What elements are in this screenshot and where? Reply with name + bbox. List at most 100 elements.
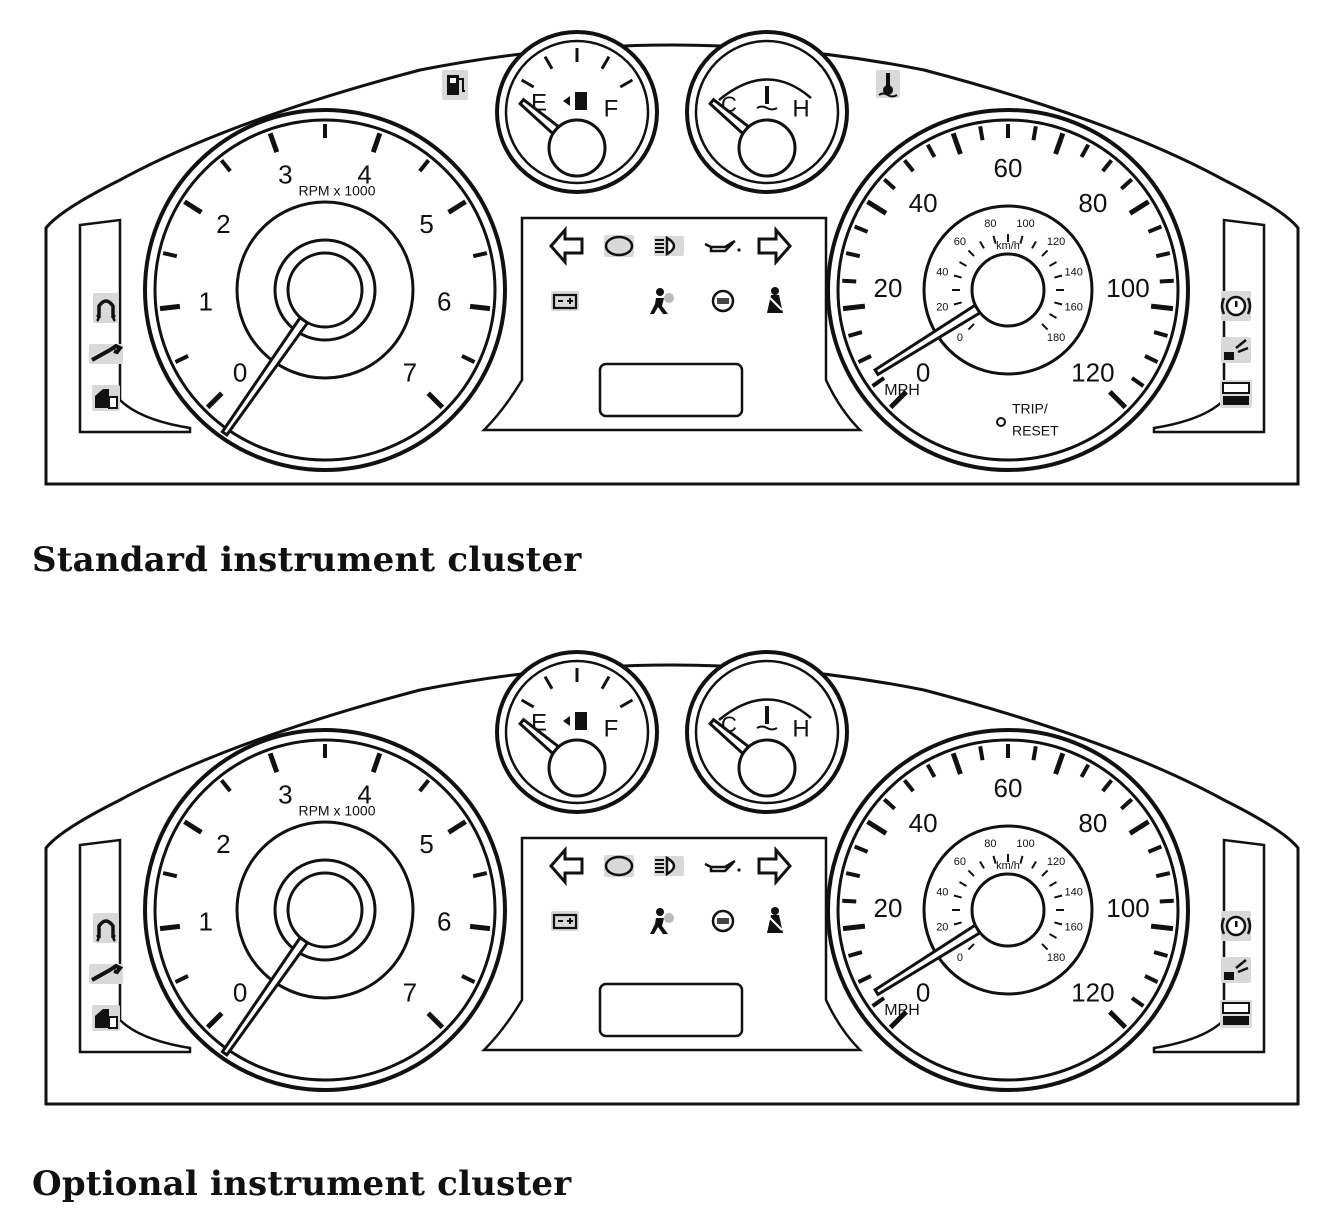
speedo-mph-number: 80 [1078, 808, 1107, 838]
oil-can-shape [704, 239, 736, 253]
airbag-body [650, 298, 668, 314]
speedo-major-tick [888, 1010, 908, 1030]
tach-major-tick [183, 199, 203, 215]
speedo-minor-tick [902, 778, 915, 793]
speedo-kmh-tick [967, 943, 975, 951]
speedo-kmh-tick [959, 261, 967, 267]
speedo-kmh-number: 80 [984, 218, 996, 230]
speedo-minor-tick [847, 330, 863, 338]
fuel-tick [543, 55, 554, 70]
tach-major-tick [447, 819, 467, 835]
fuel-pump-icon [563, 712, 587, 730]
speedo-kmh-tick [1041, 869, 1049, 877]
airbag-bag [664, 293, 674, 303]
speedo-hub-cap [970, 252, 1046, 328]
tach-number: 6 [437, 906, 451, 936]
speedo-minor-tick [1155, 251, 1171, 259]
tach-minor-tick [162, 251, 178, 259]
fuel-pump-icon-body [575, 92, 587, 110]
speedo-mph-number: 40 [909, 808, 938, 838]
washer-spray [1235, 959, 1249, 974]
speedo-kmh-label: km/h [996, 240, 1020, 252]
service-wrench-icon [89, 963, 124, 984]
speedo-mph-number: 100 [1106, 273, 1149, 303]
trip-reset-line2: RESET [1012, 423, 1059, 439]
seatbelt-strap [768, 296, 783, 311]
door-ajar-icon [92, 385, 120, 411]
coolant-temp-icon [756, 86, 778, 111]
fuel-door-arrow [563, 716, 570, 726]
left-side-pod [78, 218, 192, 434]
speedo-kmh-number: 20 [936, 922, 948, 934]
door-car-body [95, 1009, 109, 1028]
center-warning-panel [480, 216, 864, 432]
speedo-kmh-number: 120 [1047, 856, 1065, 868]
tach-minor-tick [219, 158, 232, 173]
speedo-mph-number: 0 [916, 978, 930, 1008]
speedo-major-tick [950, 752, 963, 775]
fuel-tick [619, 698, 634, 709]
battery-icon [551, 291, 579, 311]
fuel-hub [547, 738, 607, 798]
seatbelt-icon [767, 287, 783, 313]
fuel-tick [520, 698, 535, 709]
tach-number: 5 [419, 209, 433, 239]
speedo-kmh-tick [1031, 241, 1037, 249]
check-engine-outline [604, 855, 634, 877]
speedo-kmh-number: 180 [1047, 332, 1065, 344]
message-center-display [598, 982, 744, 1038]
speedo-major-tick [866, 199, 888, 216]
speedo-minor-tick [882, 797, 896, 811]
brake-bang [1235, 921, 1238, 927]
seatbelt-icon [767, 907, 783, 933]
tach-major-tick [370, 132, 383, 154]
tachometer-hub-ring [235, 200, 415, 380]
coolant-temp-icon [756, 706, 778, 731]
traction-control-icon-bg [93, 913, 119, 943]
speedo-kmh-tick [1049, 261, 1057, 267]
tach-number: 0 [233, 358, 247, 388]
speedometer-needle [873, 303, 982, 377]
speedo-kmh-tick [1031, 861, 1037, 869]
tach-rpm-label: RPM x 1000 [298, 183, 375, 199]
speedo-kmh-number: 100 [1016, 218, 1034, 230]
tach-number: 3 [278, 780, 292, 810]
speedo-major-tick [1128, 819, 1150, 836]
temp-waves [878, 92, 898, 98]
high-beam-lamp [665, 235, 676, 257]
brake-arcs [1220, 297, 1252, 315]
washer-tank [1224, 352, 1234, 360]
speedo-kmh-tick [953, 921, 962, 926]
door-ajar-icon [92, 1005, 120, 1031]
speedo-hub-cap [970, 872, 1046, 948]
tach-major-tick [205, 1011, 224, 1030]
speedo-minor-tick [853, 224, 869, 234]
tachometer-inner-ring [153, 118, 497, 462]
fuel-inner-ring [504, 39, 650, 185]
check-engine-icon [604, 855, 634, 877]
coolant-icon-stem [765, 706, 769, 724]
speedo-kmh-number: 60 [954, 236, 966, 248]
washer-tank [1224, 972, 1234, 980]
fuel-tick [600, 675, 611, 690]
tach-number: 1 [199, 286, 213, 316]
temperature-needle [708, 97, 751, 136]
speedo-minor-tick [925, 143, 937, 158]
fuel-outer-ring [495, 650, 659, 814]
speedo-kmh-tick [953, 894, 962, 899]
speedo-kmh-tick [1019, 855, 1024, 864]
tach-number: 2 [216, 209, 230, 239]
speedo-major-tick [1150, 923, 1174, 932]
tach-minor-tick [162, 871, 178, 879]
traction-skid-lines [96, 934, 116, 942]
speedo-minor-tick [871, 996, 886, 1008]
speedo-kmh-number: 160 [1065, 302, 1083, 314]
tach-minor-tick [219, 778, 232, 793]
tach-minor-tick [418, 158, 431, 173]
speedo-mph-unit: MPH [884, 382, 920, 399]
tach-rpm-label: RPM x 1000 [298, 803, 375, 819]
